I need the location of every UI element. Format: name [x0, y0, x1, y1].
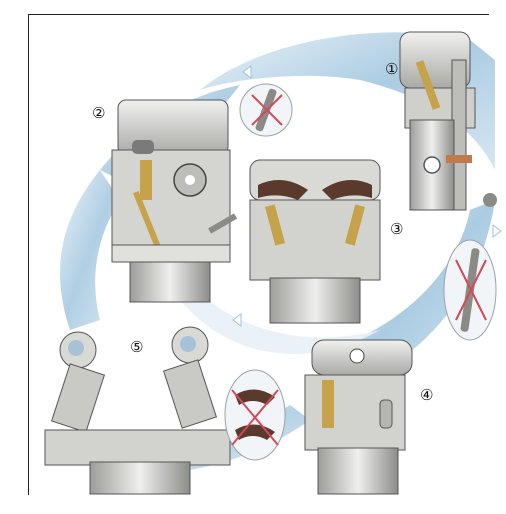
- cam-rod-icon: [240, 84, 292, 136]
- engine-stage-4: ④: [305, 340, 433, 494]
- stage-1-label: ①: [385, 60, 398, 78]
- engine-stage-5: ⑤: [45, 327, 230, 494]
- stage-4-label: ④: [420, 386, 433, 404]
- engine-stage-3: ③: [250, 160, 403, 323]
- engine-stage-2: ②: [92, 100, 237, 302]
- stage-3-label: ③: [390, 220, 403, 238]
- stage-2-label: ②: [92, 104, 105, 122]
- cam-rod-icon: [444, 240, 496, 340]
- rocker-arm-icon: [225, 370, 285, 460]
- stage-5-label: ⑤: [130, 338, 143, 356]
